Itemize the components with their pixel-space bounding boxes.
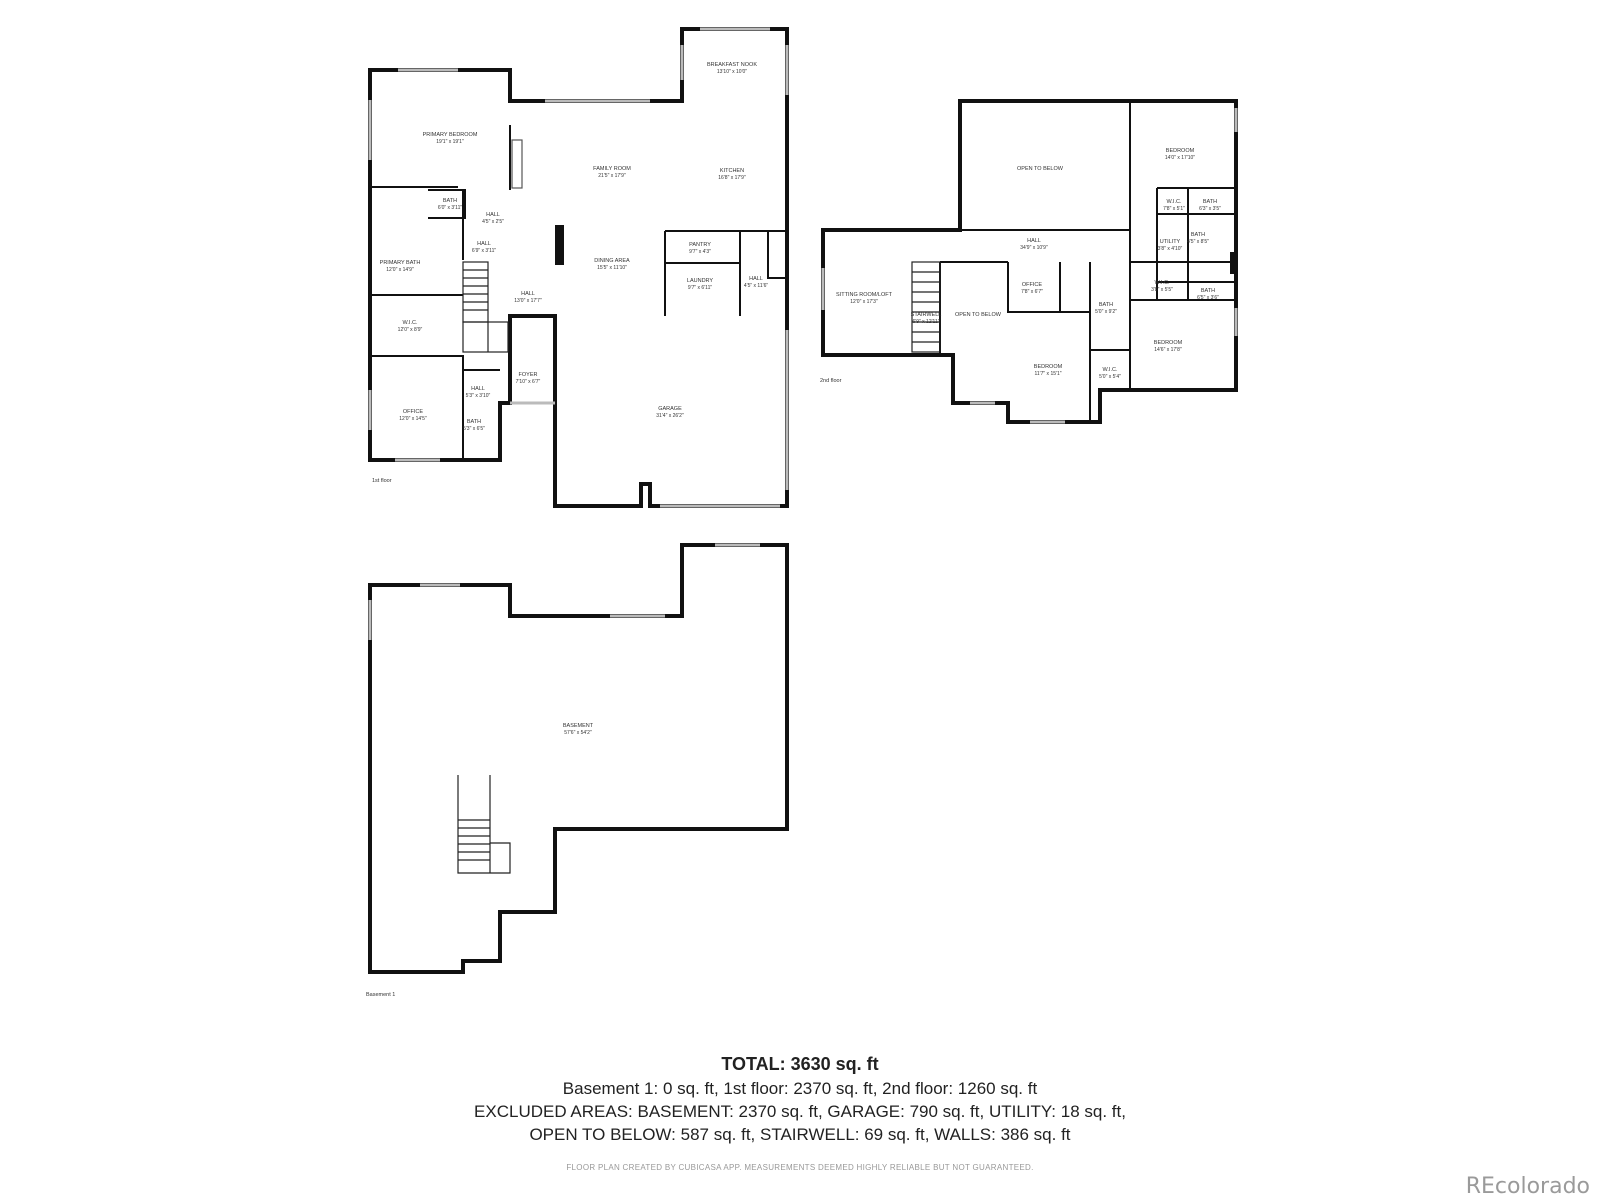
room-name-label: HALL [749,276,763,282]
room-name-label: W.I.C. [1103,367,1118,373]
room-dimensions-label: 57'6" x 54'2" [564,730,592,736]
room-dimensions-label: 12'0" x 8'9" [398,327,423,333]
room-dimensions-label: 5'0" x 9'2" [1095,309,1117,315]
room-name-label: BATH [1203,199,1217,205]
room-dimensions-label: 21'5" x 17'9" [598,173,626,179]
excluded-areas-line: EXCLUDED AREAS: BASEMENT: 2370 sq. ft, G… [474,1102,1126,1121]
room-name-label: BEDROOM [1034,364,1063,370]
first-floor-plan: 1st floor [368,27,789,508]
room-name-label: BEDROOM [1166,148,1195,154]
room-dimensions-label: 6'0" x 3'11" [438,205,462,211]
room-dimensions-label: 15'5" x 11'10" [597,265,627,271]
room-name-label: LAUNDRY [687,278,714,284]
room-dimensions-label: 5'3" x 6'5" [463,426,485,432]
room-dimensions-label: 14'0" x 17'10" [1165,155,1195,161]
room-name-label: OFFICE [403,409,423,415]
room-dimensions-label: 12'0" x 14'9" [386,267,414,273]
room-dimensions-label: 6'5" x 3'6" [1197,295,1219,301]
room-name-label: PRIMARY BEDROOM [423,132,478,138]
room-name-label: GARAGE [658,406,682,412]
room-dimensions-label: 4'5" x 8'5" [1187,239,1209,245]
second-floor-label: 2nd floor [820,378,842,384]
room-dimensions-label: 16'8" x 17'9" [718,175,746,181]
room-name-label: OPEN TO BELOW [1017,166,1064,172]
room-dimensions-label: 12'0" x 17'3" [850,299,878,305]
room-name-label: BATH [1191,232,1205,238]
room-dimensions-label: 3'8" x 4'10" [1158,246,1183,252]
room-name-label: PRIMARY BATH [380,260,421,266]
room-name-label: HALL [521,291,535,297]
room-name-label: W.I.C. [403,320,418,326]
room-name-label: BASEMENT [563,723,594,729]
room-name-label: HALL [471,386,485,392]
brand-watermark: REcolorado [1465,1174,1590,1199]
room-dimensions-label: 12'0" x 14'5" [399,416,427,422]
room-name-label: KITCHEN [720,168,744,174]
basement-floor-label: Basement 1 [366,992,395,998]
room-dimensions-label: 6'9" x 12'11" [912,319,939,325]
room-dimensions-label: 19'1" x 19'1" [436,139,464,145]
room-name-label: BATH [443,198,457,204]
room-dimensions-label: 31'4" x 26'2" [656,413,684,419]
room-dimensions-label: 7'8" x 5'1" [1163,206,1185,212]
room-name-label: HALL [1027,238,1041,244]
room-name-label: BEDROOM [1154,340,1183,346]
room-dimensions-label: 6'9" x 3'11" [472,248,496,254]
room-dimensions-label: 3'8" x 5'5" [1151,287,1173,293]
second-floor-plan: 2nd floor [820,99,1238,424]
room-name-label: BREAKFAST NOOK [707,62,757,68]
room-dimensions-label: 7'8" x 6'7" [1021,289,1043,295]
room-name-label: STAIRWELL [911,312,942,318]
room-dimensions-label: 9'7" x 6'11" [688,285,712,291]
room-name-label: OPEN TO BELOW [955,312,1002,318]
room-dimensions-label: 4'5" x 2'5" [482,219,504,225]
room-name-label: FOYER [519,372,538,378]
room-dimensions-label: 6'3" x 3'5" [1199,206,1221,212]
room-name-label: HALL [477,241,491,247]
first-floor-label: 1st floor [372,478,392,484]
room-name-label: PANTRY [689,242,711,248]
room-name-label: BATH [1099,302,1113,308]
room-name-label: OFFICE [1022,282,1042,288]
room-dimensions-label: 34'9" x 10'9" [1020,245,1048,251]
room-dimensions-label: 9'7" x 4'3" [689,249,711,255]
room-name-label: DINING AREA [594,258,630,264]
room-name-label: BATH [467,419,481,425]
room-dimensions-label: 5'3" x 3'10" [466,393,491,399]
room-dimensions-label: 13'10" x 10'0" [717,69,747,75]
room-name-label: HALL [486,212,500,218]
disclaimer-note: FLOOR PLAN CREATED BY CUBICASA APP. MEAS… [566,1163,1034,1172]
room-name-label: SITTING ROOM/LOFT [836,292,893,298]
room-dimensions-label: 4'5" x 11'6" [744,283,768,289]
total-area: TOTAL: 3630 sq. ft [721,1054,879,1074]
room-dimensions-label: 14'6" x 17'8" [1154,347,1182,353]
room-name-label: W.I.C. [1155,280,1170,286]
room-dimensions-label: 5'0" x 5'4" [1099,374,1121,380]
basement-plan: Basement 1 [366,543,789,998]
room-dimensions-label: 11'7" x 15'1" [1034,371,1061,377]
room-name-label: FAMILY ROOM [593,166,631,172]
excluded-areas-line-2: OPEN TO BELOW: 587 sq. ft, STAIRWELL: 69… [529,1125,1071,1144]
room-dimensions-label: 7'10" x 6'7" [516,379,541,385]
floor-area-breakdown: Basement 1: 0 sq. ft, 1st floor: 2370 sq… [562,1079,1038,1098]
room-dimensions-label: 13'0" x 17'7" [514,298,542,304]
room-name-label: UTILITY [1160,239,1181,245]
room-name-label: W.I.C. [1167,199,1182,205]
room-name-label: BATH [1201,288,1215,294]
